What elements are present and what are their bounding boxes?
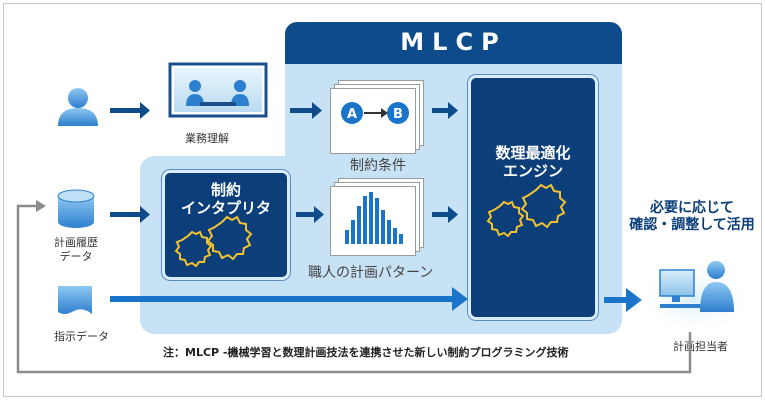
mlcp-title: MLCP (400, 28, 507, 56)
constraint-interpreter-box: 制約 インタプリタ (162, 170, 290, 280)
constraints-label: 制約条件 (350, 158, 406, 174)
interpreter-gears-icon (174, 215, 253, 268)
optimization-engine-box: 数理最適化 エンジン (468, 75, 598, 320)
optimization-engine-label: 数理最適化 エンジン (495, 144, 571, 180)
instruction-data-label: 指示データ (54, 330, 109, 343)
business-understanding-label: 業務理解 (185, 132, 229, 145)
document-icon (58, 286, 92, 314)
instruction-arrow (110, 287, 468, 311)
histogram-icon (345, 192, 403, 244)
craftsman-patterns-label: 職人の計画パターン (308, 265, 434, 281)
flow-arrows (110, 102, 458, 223)
node-a-label: A (347, 107, 357, 122)
planner-label: 計画担当者 (673, 340, 728, 353)
person-icon (58, 88, 98, 126)
planner-computer-icon (635, 261, 755, 336)
engine-gears-icon (486, 183, 567, 238)
feedback-loop (16, 200, 692, 374)
footnote: 注：MLCP -機械学習と数理計画技法を連携させた新しい制約プログラミング技術 (163, 346, 569, 359)
meeting-icon (168, 62, 268, 118)
node-b-label: B (393, 107, 403, 122)
adjust-note-label: 必要に応じて 確認・調整して活用 (629, 200, 755, 233)
database-icon (57, 189, 95, 228)
mlcp-header: MLCP (285, 22, 622, 64)
plan-history-label: 計画履歴 データ (54, 236, 98, 263)
constraint-interpreter-label: 制約 インタプリタ (180, 181, 271, 217)
a-to-b-diagram (341, 102, 409, 124)
output-arrow (604, 288, 642, 312)
